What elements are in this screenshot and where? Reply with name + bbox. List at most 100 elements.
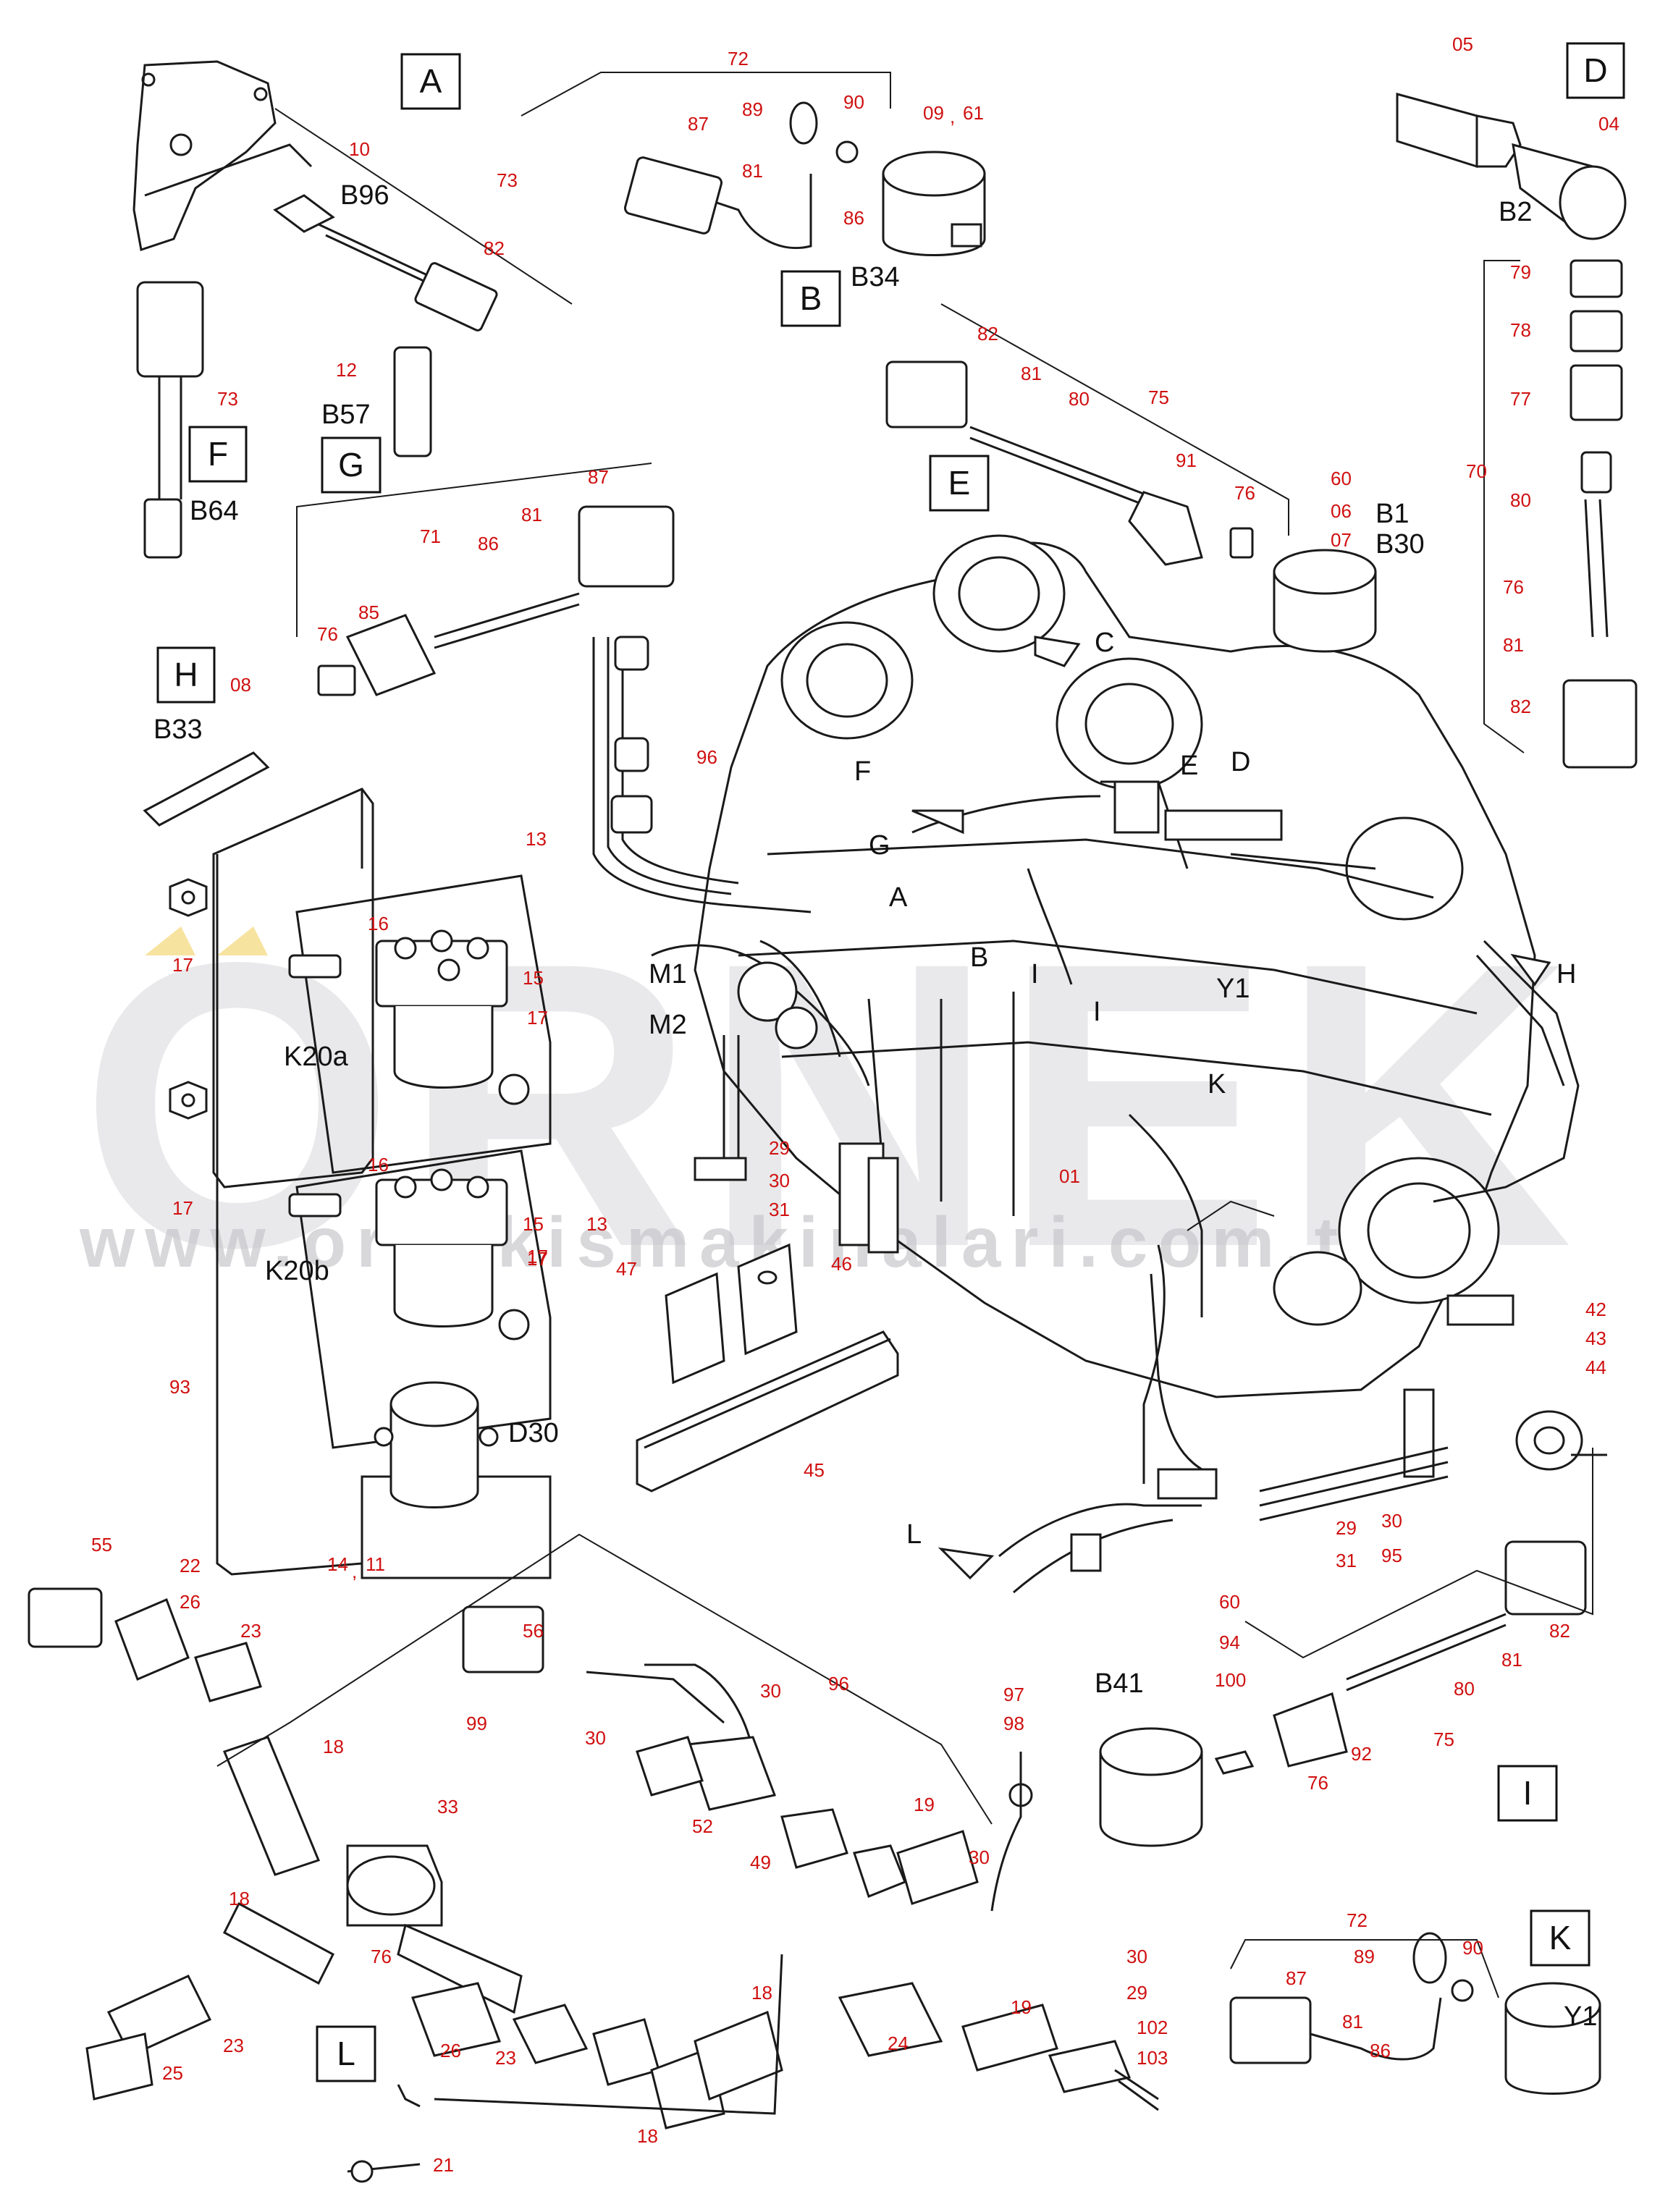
label: 72 <box>1347 1909 1368 1931</box>
part-number-index-item: 25 <box>970 2187 979 2195</box>
section-box-k: K <box>1530 1909 1591 1967</box>
section-letter-a: A <box>420 62 442 100</box>
label: 56 <box>523 1620 544 1642</box>
part-number-index-item: 46 <box>1448 2187 1457 2195</box>
part-number-index-item: 85 <box>779 2196 788 2204</box>
label: 30 <box>760 1680 781 1702</box>
part-number-index-item: 81 <box>683 2196 692 2204</box>
part-number-index-item: 12 <box>397 2187 405 2195</box>
arrow-letter-i2: I <box>1093 997 1101 1027</box>
label: 23 <box>223 2035 244 2056</box>
detail-e-sensor <box>885 360 1377 653</box>
label: 47 <box>616 1258 637 1280</box>
code-k20b: K20b <box>265 1256 329 1286</box>
arrow-letter-b: B <box>970 942 988 973</box>
code-b64: B64 <box>190 496 239 526</box>
label: 31 <box>769 1199 790 1220</box>
label: 90 <box>1462 1937 1483 1959</box>
label: 81 <box>1501 1649 1522 1671</box>
part-number-index-item: 10 <box>301 2187 310 2195</box>
arrow-icon <box>911 809 964 835</box>
part-number-index-item: 73 <box>349 2196 358 2204</box>
section-letter-k: K <box>1549 1919 1572 1956</box>
part-number-index-item: 52 <box>1591 2187 1600 2195</box>
label: 75 <box>1148 387 1169 408</box>
part-number-index-item: 77 <box>492 2196 501 2204</box>
label: 81 <box>742 160 763 182</box>
label: 86 <box>1370 2040 1391 2061</box>
section-box-g: G <box>321 436 382 494</box>
label: 60 <box>1331 468 1352 489</box>
label: 80 <box>1069 388 1090 410</box>
label: 09 <box>923 102 944 124</box>
nuts <box>169 878 208 1120</box>
detail-d-sensor <box>1396 93 1638 769</box>
part-number-index-item: 15 <box>540 2187 549 2195</box>
section-box-a: A <box>400 53 461 110</box>
label: 17 <box>527 1246 548 1267</box>
detail-f-sensor <box>136 281 204 559</box>
label: 26 <box>180 1591 201 1613</box>
part-number-index-item: 26 <box>1018 2187 1027 2195</box>
label: 44 <box>1585 1356 1606 1378</box>
label: 29 <box>1336 1517 1357 1539</box>
label: 31 <box>1336 1550 1357 1571</box>
arrow-icon <box>1034 636 1081 667</box>
label: 76 <box>1234 482 1255 504</box>
section-letter-c-index: C <box>4 2203 9 2209</box>
label: 30 <box>969 1846 990 1868</box>
part-number-index-item: 43 <box>1305 2187 1313 2195</box>
label: 100 <box>1215 1669 1246 1691</box>
arrow-letter-i: I <box>1031 959 1039 989</box>
label: 29 <box>1126 1982 1147 2004</box>
label: 103 <box>1137 2047 1168 2069</box>
detail-h-sensor <box>143 505 675 827</box>
arrow-icon <box>938 1547 995 1580</box>
section-box-h: H <box>156 646 216 704</box>
label: 61 <box>963 102 984 124</box>
code-d30: D30 <box>508 1418 559 1448</box>
label: 07 <box>1331 529 1352 551</box>
relay-d30 <box>361 1381 552 1579</box>
arrow-letter-e: E <box>1180 751 1198 781</box>
section-letter-e: E <box>948 464 971 502</box>
label: 45 <box>804 1459 825 1481</box>
label: 90 <box>843 91 864 113</box>
part-number-index-item: 72 <box>301 2196 310 2204</box>
section-letter-h: H <box>174 656 198 693</box>
label: 89 <box>742 98 763 120</box>
arrow-letter-l: L <box>906 1519 922 1550</box>
part-number-index-item: 30 <box>1113 2187 1122 2195</box>
label: 79 <box>1510 261 1531 283</box>
part-number-index-item: 07 <box>158 2187 167 2195</box>
label: 25 <box>162 2062 183 2084</box>
label: 18 <box>323 1736 344 1757</box>
section-letter-g: G <box>338 446 364 484</box>
label: 78 <box>1510 319 1531 341</box>
label: 80 <box>1454 1678 1475 1700</box>
code-k20a: K20a <box>284 1042 349 1072</box>
label: 24 <box>888 2032 909 2054</box>
part-number-index-item: 102 <box>1496 2196 1508 2204</box>
label: 33 <box>437 1796 458 1818</box>
label: 95 <box>1381 1545 1402 1566</box>
code-b2: B2 <box>1499 197 1532 227</box>
label: 29 <box>769 1137 790 1159</box>
label: 96 <box>696 746 717 768</box>
code-y1-engine: Y1 <box>1216 974 1250 1004</box>
code-b96: B96 <box>340 180 389 211</box>
part-number-index-item: 103 <box>1543 2196 1556 2204</box>
label: 52 <box>692 1815 713 1837</box>
label: 30 <box>585 1727 606 1749</box>
part-number-index-item: 100 <box>1448 2196 1460 2204</box>
label: 18 <box>751 1982 772 2004</box>
label: 17 <box>172 954 193 976</box>
label: 21 <box>433 2154 454 2176</box>
leader-lines <box>216 72 1593 1998</box>
code-b41: B41 <box>1095 1668 1144 1699</box>
code-b1: B1 <box>1375 499 1409 529</box>
part-number-index-item: 79 <box>588 2196 597 2204</box>
part-number-index-item: 98 <box>1352 2196 1361 2204</box>
